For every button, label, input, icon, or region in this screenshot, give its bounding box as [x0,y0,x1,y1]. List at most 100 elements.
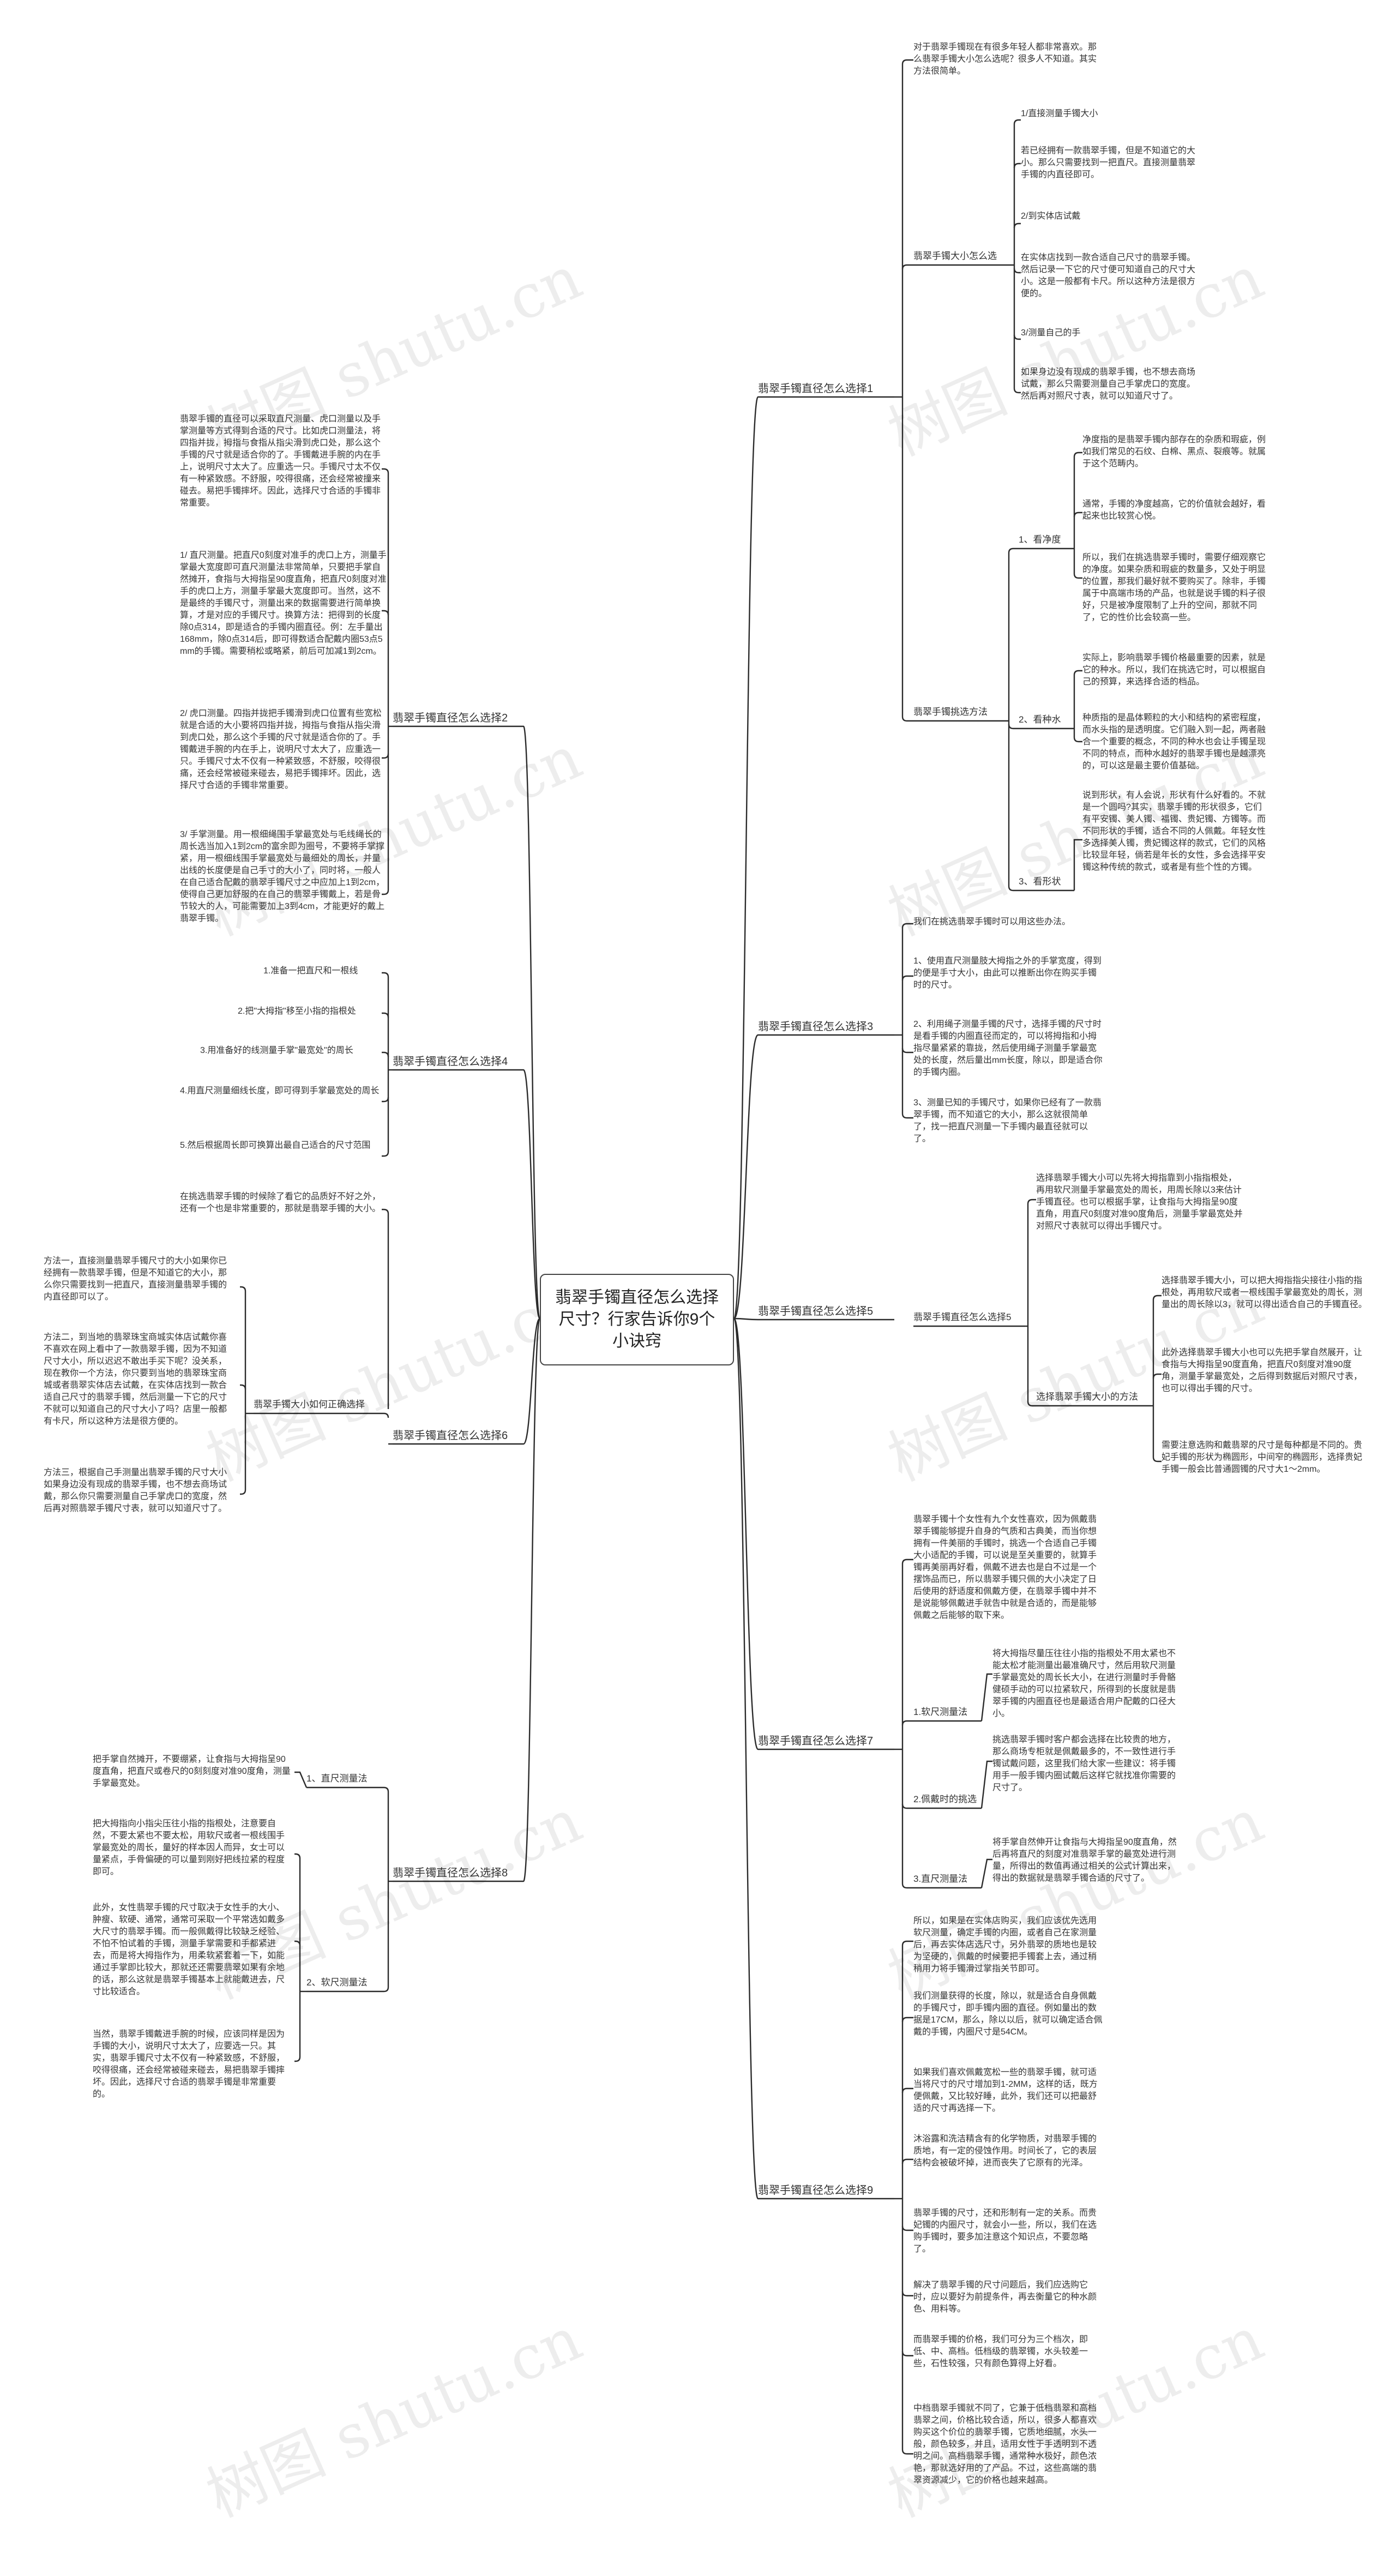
branch-4-label: 翡翠手镯直径怎么选择4 [393,1056,508,1068]
b1-m3-link [1073,839,1082,890]
central-topic: 翡翠手镯直径怎么选择尺寸？行家告诉你9个小诀窍 [540,1274,734,1365]
b1-method-2-item-2: 种质指的是晶体颗粒的大小和结构的紧密程度，而水头指的是透明度。它们融入到一起，两… [1082,713,1266,771]
b5-item-3: 需要注意选购和戴翡翠的尺寸是每种都是不同的。贵妃手镯的形状为椭圆形，中间窄的椭圆… [1162,1441,1363,1474]
b9-line-8 [901,2449,913,2455]
b5-line-2 [1027,1401,1036,1407]
b7-group-1-text: 将大拇指尽量压往往小指的指根处不用太紧也不能太松才能测量出最准确尺寸，然后用软尺… [992,1649,1176,1718]
b1-method-line-1 [1008,547,1019,553]
b1-size-line-1 [1013,119,1021,125]
b1-size-line-3 [1013,222,1021,228]
b9-line-2 [901,2017,913,2023]
link-root-b8 [522,1317,541,1882]
link-root-b9 [733,1317,759,2200]
b6-sub-line-3 [240,1489,246,1495]
b4-line-3 [382,1051,389,1057]
b7-g1-link [980,1673,992,1722]
b5-line-1 [1027,1199,1036,1205]
b7-intro: 翡翠手镯十个女性有九个女性喜欢，因为佩戴翡翠手镯能够提升自身的气质和古典美，而当… [913,1515,1097,1620]
b1-size-item-3: 2/到实体店试戴 [1021,212,1081,221]
b1-method-2-item-1: 实际上，影响翡翠手镯价格最重要的因素，就是它的种水。所以，我们在挑选它时，可以根… [1082,653,1266,687]
b8-line-1 [382,1786,389,1792]
b1-method-1-item-1: 净度指的是翡翠手镯内部存在的杂质和瑕疵，例如我们常见的石纹、白棉、黑点、裂痕等。… [1082,435,1266,468]
b3-line-1 [901,923,913,929]
b4-item-1: 1.准备一把直尺和一根线 [263,966,358,976]
b5-sub-line-1 [1152,1295,1162,1301]
b8-group-1-label: 1、直尺测量法 [306,1773,368,1784]
b1-method-1-item-3: 所以，我们在挑选翡翠手镯时，需要仔细观察它的净度。如果杂质和瑕疵的数量多，又处于… [1082,553,1266,622]
link-root-b2 [522,725,541,1320]
b8-g2-line-1 [294,1853,301,1859]
b2-intro: 翡翠手镯的直径可以采取直尺测量、虎口测量以及手掌测量等方式得到合适的尺寸。比如虎… [180,414,381,508]
b3-line-2 [901,975,913,981]
link-root-b5 [733,1317,759,1321]
b3-intro: 我们在挑选翡翠手镯时可以用这些办法。 [913,917,1071,926]
b7-group-3-label: 3.直尺测量法 [913,1874,968,1884]
b9-item-1: 所以，如果是在实体店购买，我们应该优先选用软尺测量，确定手镯的内圈，或者自己在家… [913,1916,1097,1973]
b7-g3-link [980,1858,992,1888]
b1-method-1-label: 1、看净度 [1019,534,1061,545]
b8-group-2-item-2: 此外，女性翡翠手镯的尺寸取决于女性手的大小、肿瘦、软硬、通常，通常可采取一个平常… [93,1903,285,1996]
b1-size-item-5: 3/测量自己的手 [1021,328,1081,338]
b1-method-line-2 [1008,724,1019,730]
branch-9-label: 翡翠手镯直径怎么选择9 [758,2184,874,2196]
b5-intro: 选择翡翠手镯大小可以先将大拇指靠到小指指根处，再用软尺测量手掌最宽处的周长，用周… [1036,1173,1243,1231]
b1-size-line-5 [1013,334,1021,340]
b9-item-5: 翡翠手镯的尺寸，还和形制有一定的关系。而贵妃镯的内圈尺寸，就会小一些，所以，我们… [913,2208,1097,2254]
b6-item-2: 方法二，到当地的翡翠珠宝商城实体店试戴你喜不喜欢在网上看中了一款翡翠手镯，因为不… [44,1333,227,1426]
b3-line-4 [901,1113,913,1119]
b9-item-8: 中档翡翠手镯就不同了，它兼于低档翡翠和高档翡翠之间，价格比较合适，所以，很多人都… [913,2404,1097,2485]
b8-group-2-item-1: 把大拇指向小指尖压往小指的指根处，注意要自然，不要太紧也不要太松，用软尺或者一根… [93,1819,285,1876]
b1-method-line-3 [1008,886,1019,892]
b1-line-2 [901,264,913,270]
b9-item-2: 我们测量获得的长度，除以，就是适合自身佩戴的手镯尺寸，即手镯内圈的直径。例如量出… [913,1991,1103,2037]
b2-item-1: 1/ 直尺测量。把直尺0刻度对准手的虎口上方，测量手掌最大宽度即可直尺测量法非常… [180,551,387,656]
branch-3-label: 翡翠手镯直径怎么选择3 [758,1021,874,1033]
b5-item-1: 选择翡翠手镯大小，可以把大拇指指尖接往小指的指根处，再用软尺或者一根线围手掌最宽… [1162,1276,1367,1309]
b4-item-3: 3.用准备好的线测量手掌"最宽处"的周长 [200,1046,353,1055]
branch-1-label: 翡翠手镯直径怎么选择1 [758,383,874,395]
b4-item-4: 4.用直尺测量细线长度，即可得到手掌最宽处的周长 [180,1086,380,1096]
b8-group-2-label: 2、软尺测量法 [306,1977,368,1988]
b7-group-3-text: 将手掌自然伸开让食指与大拇指呈90度直角，然后再将直尺的刻度对准翡翠手掌的最宽处… [992,1838,1177,1883]
branch-5-label: 翡翠手镯直径怎么选择5 [758,1305,874,1317]
b6-line-2 [382,1412,389,1418]
b1-line-1 [901,59,913,65]
b5-item-2: 此外选择翡翠手镯大小也可以先把手掌自然展开，让食指与大拇指呈90度直角，把直尺0… [1162,1348,1363,1393]
branch-2-label: 翡翠手镯直径怎么选择2 [393,712,508,724]
b3-item-3: 3、测量已知的手镯尺寸，如果你已经有了一款翡翠手镯，而不知道它的大小，那么这就很… [913,1098,1102,1143]
b8-g1-link [294,1771,308,1788]
b1-size-line-2 [1013,162,1021,168]
b6-line-1 [382,1208,389,1214]
b6-sub-label: 翡翠手镯大小如何正确选择 [254,1399,365,1410]
b1-size-line-4 [1013,268,1021,274]
b6-sub-line-2 [240,1384,246,1390]
b7-line-4 [901,1883,913,1889]
b7-g2-link [980,1760,992,1809]
branch-7-label: 翡翠手镯直径怎么选择7 [758,1735,874,1747]
b2-item-3: 3/ 手掌测量。用一根细绳围手掌最宽处与毛线绳长的周长选当加入1到2cm的富余即… [180,830,385,923]
b1-m2-line-1 [1073,670,1082,676]
b4-line-4 [382,1097,389,1103]
b9-line-1 [901,1940,913,1946]
b9-item-4: 沐浴露和洗洁精含有的化学物质，对翡翠手镯的质地，有一定的侵蚀作用。时间长了，它的… [913,2134,1097,2168]
b1-m1-line-1 [1073,452,1082,458]
b9-line-7 [901,2351,913,2357]
b1-m2-line-2 [1073,737,1082,743]
b6-item-3: 方法三，根据自己手测量出翡翠手镯的尺寸大小如果身边没有现成的翡翠手镯，也不想去商… [44,1468,227,1513]
b1-intro: 对于翡翠手镯现在有很多年轻人都非常喜欢。那么翡翠手镯大小怎么选呢？很多人不知道。… [913,43,1097,76]
link-root-b1 [733,396,759,1320]
link-root-b6 [522,1317,541,1445]
b4-line-2 [382,1012,389,1018]
b1-m1-line-3 [1073,573,1082,579]
branch-8-label: 翡翠手镯直径怎么选择8 [393,1867,508,1879]
branch-6-label: 翡翠手镯直径怎么选择6 [393,1430,508,1442]
b5-sub-line-3 [1152,1456,1162,1462]
b9-item-3: 如果我们喜欢佩戴宽松一些的翡翠手镯，就可适当将尺寸的尺寸增加到1-2MM，这样的… [913,2068,1098,2113]
b7-line-1 [901,1558,913,1564]
b9-line-5 [901,2225,913,2231]
b9-line-3 [901,2087,913,2093]
b1-method-label: 翡翠手镯挑选方法 [913,707,988,717]
b5-sub-label: 选择翡翠手镯大小的方法 [1036,1392,1138,1402]
b1-size-label: 翡翠手镯大小怎么选 [913,251,997,261]
b7-group-2-label: 2.佩戴时的挑选 [913,1794,977,1804]
